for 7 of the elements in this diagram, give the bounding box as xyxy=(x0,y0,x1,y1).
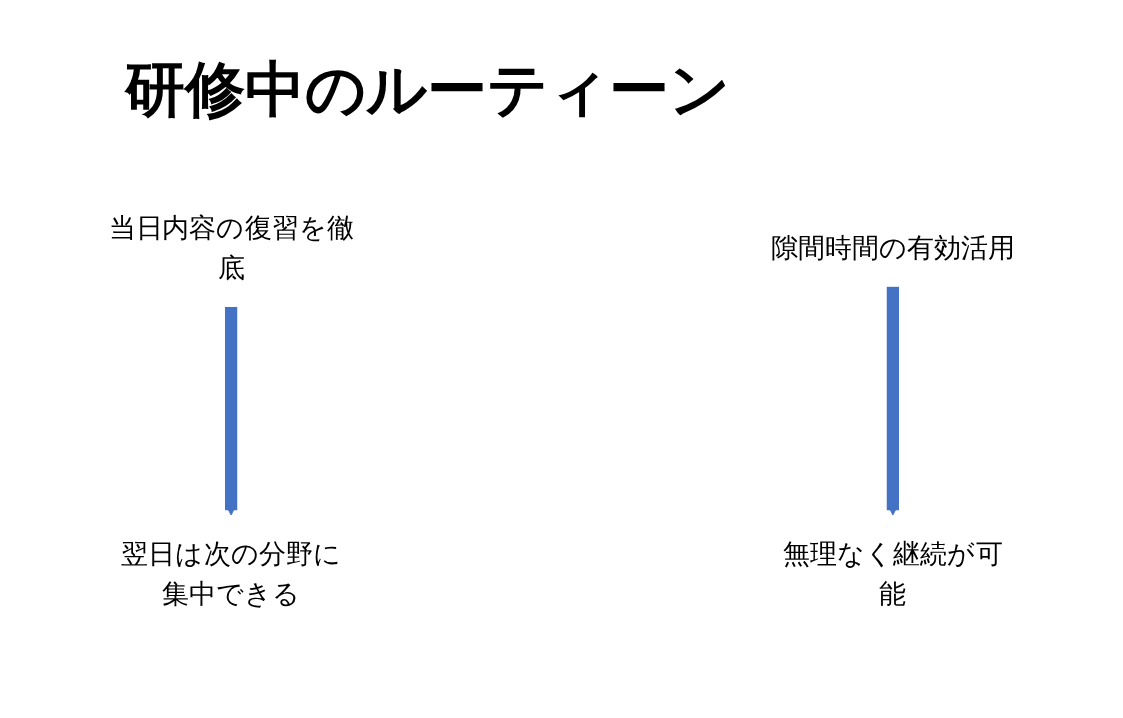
arrow xyxy=(886,286,899,516)
node-text: 無理なく継続が可能 xyxy=(782,538,1003,610)
title: 研修中のルーティーン xyxy=(125,56,731,125)
node-text: 隙間時間の有効活用 xyxy=(770,232,1015,264)
node-text: 翌日は次の分野に集中できる xyxy=(120,538,341,610)
arrow xyxy=(224,306,237,516)
node-text: 当日内容の復習を徹底 xyxy=(108,212,354,284)
